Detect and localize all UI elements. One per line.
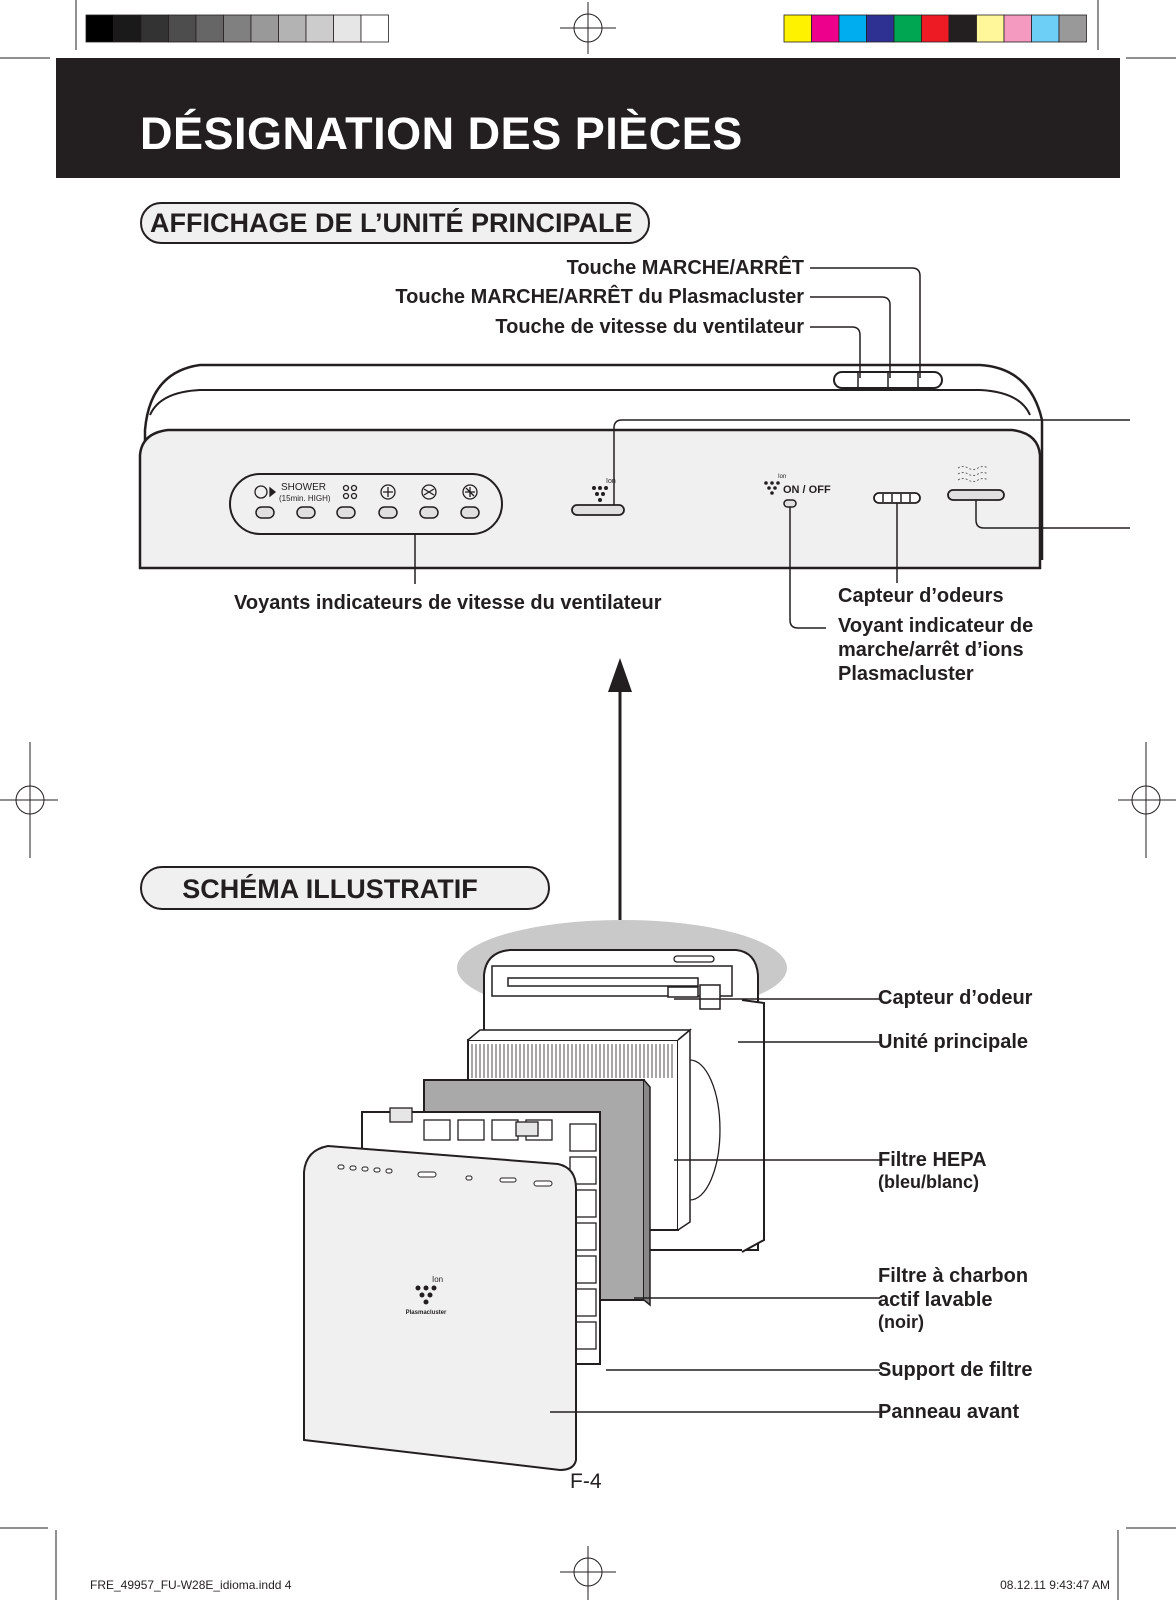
color-swatch xyxy=(1003,14,1032,43)
on-off-label: ON / OFF xyxy=(783,484,831,496)
footer-timestamp: 08.12.11 9:43:47 AM xyxy=(1000,1578,1110,1592)
color-swatch xyxy=(250,14,279,43)
color-swatch xyxy=(278,14,307,43)
color-swatch xyxy=(333,14,362,43)
color-swatch xyxy=(893,14,922,43)
color-swatch xyxy=(921,14,950,43)
page-number: F-4 xyxy=(570,1470,602,1493)
label-ion-indicator-2: marche/arrêt d’ions xyxy=(838,639,1024,661)
label-hepa-filter-sub: (bleu/blanc) xyxy=(878,1172,980,1192)
color-swatch xyxy=(305,14,334,43)
color-swatch xyxy=(113,14,142,43)
color-swatch xyxy=(783,14,812,43)
color-swatch xyxy=(1031,14,1060,43)
label-carbon-filter-sub: (noir) xyxy=(878,1312,924,1332)
front-panel-ion-logo: Ion xyxy=(432,1275,443,1284)
label-power-button: Touche MARCHE/ARRÊT xyxy=(566,257,804,279)
label-carbon-filter-2: actif lavable xyxy=(878,1289,993,1311)
color-swatch xyxy=(811,14,840,43)
label-odor-sensor-schema: Capteur d’odeur xyxy=(878,987,1033,1009)
color-swatch xyxy=(195,14,224,43)
color-swatch xyxy=(85,14,114,43)
label-hepa-filter: Filtre HEPA xyxy=(878,1149,987,1171)
footer-file-name: FRE_49957_FU-W28E_idioma.indd 4 xyxy=(90,1578,292,1592)
label-main-unit: Unité principale xyxy=(878,1031,1029,1053)
shower-sub-label: (15min. HIGH) xyxy=(279,494,331,503)
ion-label: Ion xyxy=(606,478,616,485)
label-filter-support: Support de filtre xyxy=(878,1359,1033,1381)
label-odor-sensor-display: Capteur d’odeurs xyxy=(838,585,1004,607)
color-swatch xyxy=(1058,14,1087,43)
label-ion-indicator-3: Plasmacluster xyxy=(838,663,974,685)
gray-swatch-bar xyxy=(85,14,389,43)
color-swatch xyxy=(223,14,252,43)
label-front-panel: Panneau avant xyxy=(878,1401,1020,1423)
color-swatch xyxy=(140,14,169,43)
shower-label: SHOWER xyxy=(281,482,326,493)
color-swatch xyxy=(838,14,867,43)
label-plasmacluster-button: Touche MARCHE/ARRÊT du Plasmacluster xyxy=(395,286,804,308)
front-panel-brand-logo: Plasmacluster xyxy=(406,1310,447,1316)
label-ion-indicator-1: Voyant indicateur de xyxy=(838,615,1034,637)
label-fan-speed-button: Touche de vitesse du ventilateur xyxy=(495,316,804,338)
section-heading-schema: SCHÉMA ILLUSTRATIF xyxy=(140,866,550,910)
label-carbon-filter-1: Filtre à charbon xyxy=(878,1265,1029,1287)
ion-label-small: Ion xyxy=(778,474,786,480)
color-swatch-bar xyxy=(783,14,1087,43)
title-bar xyxy=(56,58,1120,178)
color-swatch xyxy=(360,14,389,43)
page-title: DÉSIGNATION DES PIÈCES xyxy=(140,108,743,159)
color-swatch xyxy=(948,14,977,43)
color-swatch xyxy=(976,14,1005,43)
section-heading-display: AFFICHAGE DE L’UNITÉ PRINCIPALE xyxy=(140,202,650,244)
label-fan-speed-indicators: Voyants indicateurs de vitesse du ventil… xyxy=(234,592,662,614)
